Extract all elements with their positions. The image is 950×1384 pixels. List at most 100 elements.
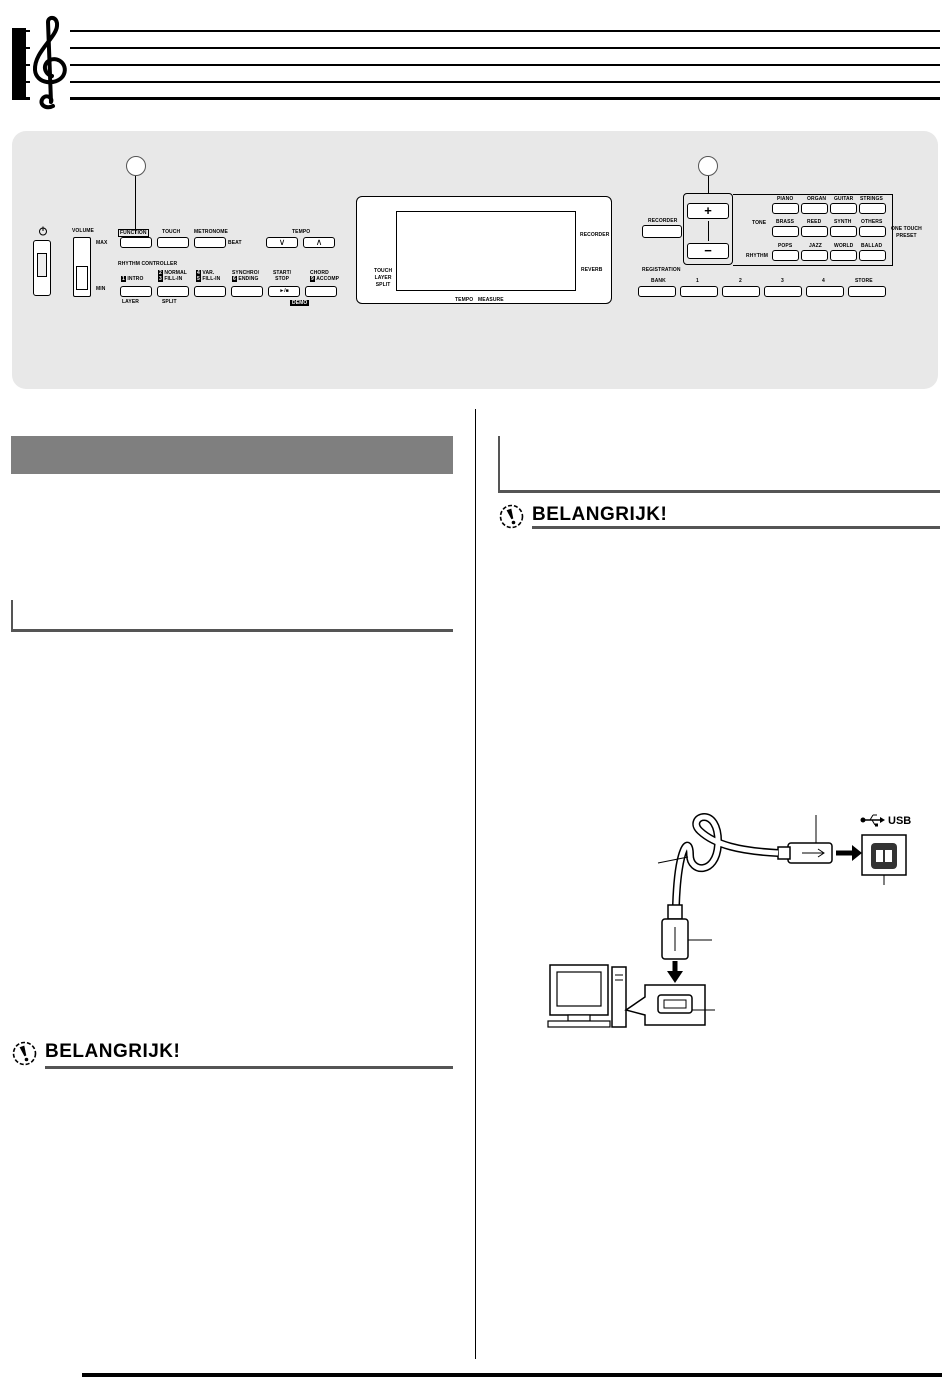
warning-rule	[45, 1066, 453, 1069]
start-stop-button[interactable]: ►/■	[268, 286, 300, 297]
split-label: SPLIT	[162, 299, 177, 305]
tone-bracket	[733, 194, 893, 266]
usb-symbol-icon	[860, 814, 885, 827]
callout-marker	[126, 156, 146, 176]
reg-2-button[interactable]	[722, 286, 760, 297]
chapter-heading-bar	[11, 436, 453, 474]
column-divider	[475, 409, 476, 1359]
plus-button[interactable]: +	[687, 203, 729, 219]
warning-block: BELANGRIJK!	[498, 503, 940, 529]
power-icon	[39, 226, 47, 236]
warning-icon	[12, 1041, 37, 1066]
intro-label: 1 INTRO	[121, 276, 144, 282]
plus-minus-divider	[708, 221, 709, 241]
reg-4-label: 4	[822, 278, 825, 284]
key-badge: 1	[121, 276, 126, 282]
warning-rule	[532, 526, 940, 529]
tone-others-label: OTHERS	[861, 219, 883, 225]
reg-1-label: 1	[696, 278, 699, 284]
metronome-label: METRONOME	[194, 229, 228, 235]
var-fillin-button[interactable]	[194, 286, 226, 297]
tone-reed-label: REED	[807, 219, 822, 225]
staff-line	[12, 64, 940, 66]
start-stop-label: START/STOP	[273, 270, 292, 282]
warning-title: BELANGRIJK!	[532, 504, 668, 525]
lcd-tempo-label: TEMPO	[455, 297, 474, 303]
callout-line	[135, 176, 136, 234]
synchro-ending-label: SYNCHRO/ 6 ENDING	[232, 270, 260, 282]
rhythm-pops-label: POPS	[778, 243, 793, 249]
rhythm-world-button[interactable]	[830, 250, 857, 261]
metronome-button[interactable]	[194, 237, 226, 248]
tone-others-button[interactable]	[859, 226, 886, 237]
plus-minus-frame	[683, 193, 733, 265]
lcd-measure-label: MEASURE	[478, 297, 504, 303]
lcd-screen	[396, 211, 576, 291]
tone-synth-label: SYNTH	[834, 219, 852, 225]
section-heading	[11, 600, 453, 632]
staff-line	[12, 97, 940, 100]
rhythm-jazz-button[interactable]	[801, 250, 828, 261]
callout-marker	[698, 156, 718, 176]
volume-label: VOLUME	[72, 228, 94, 234]
reg-store-label: STORE	[855, 278, 873, 284]
tone-synth-button[interactable]	[830, 226, 857, 237]
reg-store-button[interactable]	[848, 286, 886, 297]
tone-strings-button[interactable]	[859, 203, 886, 214]
power-button[interactable]	[33, 240, 51, 296]
reg-4-button[interactable]	[806, 286, 844, 297]
registration-label: REGISTRATION	[642, 267, 681, 273]
synchro-ending-button[interactable]	[231, 286, 263, 297]
rhythm-ballad-button[interactable]	[859, 250, 886, 261]
tone-organ-label: ORGAN	[807, 196, 827, 202]
tempo-down-button[interactable]: ∨	[266, 237, 298, 248]
tone-reed-button[interactable]	[801, 226, 828, 237]
function-button[interactable]	[120, 237, 152, 248]
touch-label: TOUCH	[162, 229, 181, 235]
treble-clef-icon	[30, 15, 70, 112]
rhythm-controller-label: RHYTHM CONTROLLER	[118, 261, 178, 267]
tone-guitar-button[interactable]	[830, 203, 857, 214]
tone-organ-button[interactable]	[801, 203, 828, 214]
tone-guitar-label: GUITAR	[834, 196, 854, 202]
computer-tower-icon	[611, 966, 627, 1028]
touch-button[interactable]	[157, 237, 189, 248]
rhythm-world-label: WORLD	[834, 243, 854, 249]
beat-label: BEAT	[228, 240, 242, 246]
demo-label: DEMO	[290, 300, 310, 306]
staff-line	[12, 81, 940, 83]
reg-3-label: 3	[781, 278, 784, 284]
rhythm-pops-button[interactable]	[772, 250, 799, 261]
tempo-up-button[interactable]: ∧	[303, 237, 335, 248]
recorder-button[interactable]	[642, 225, 682, 238]
lcd-reverb-label: REVERB	[581, 267, 603, 273]
tone-strings-label: STRINGS	[860, 196, 883, 202]
usb-label: USB	[888, 815, 912, 827]
tempo-label: TEMPO	[292, 229, 311, 235]
footer-rule	[82, 1373, 942, 1377]
function-label: FUNCTION	[118, 229, 149, 237]
rhythm-jazz-label: JAZZ	[809, 243, 822, 249]
reg-bank-button[interactable]	[638, 286, 676, 297]
volume-max-label: MAX	[96, 240, 108, 246]
intro-button[interactable]	[120, 286, 152, 297]
tone-brass-button[interactable]	[772, 226, 799, 237]
staff-line	[12, 30, 940, 32]
normal-fillin-button[interactable]	[157, 286, 189, 297]
tone-brass-label: BRASS	[776, 219, 795, 225]
reg-3-button[interactable]	[764, 286, 802, 297]
volume-slider[interactable]	[73, 237, 91, 297]
warning-icon	[499, 504, 524, 529]
reg-bank-label: BANK	[651, 278, 666, 284]
section-heading	[498, 436, 940, 493]
accomp-button[interactable]	[305, 286, 337, 297]
reg-2-label: 2	[739, 278, 742, 284]
rhythm-ballad-label: BALLAD	[861, 243, 883, 249]
reg-1-button[interactable]	[680, 286, 718, 297]
tone-piano-button[interactable]	[772, 203, 799, 214]
normal-fillin-label: 2 NORMAL 3 FILL-IN	[158, 270, 187, 282]
minus-button[interactable]: −	[687, 243, 729, 259]
warning-block: BELANGRIJK!	[11, 1040, 453, 1069]
tone-piano-label: PIANO	[777, 196, 794, 202]
